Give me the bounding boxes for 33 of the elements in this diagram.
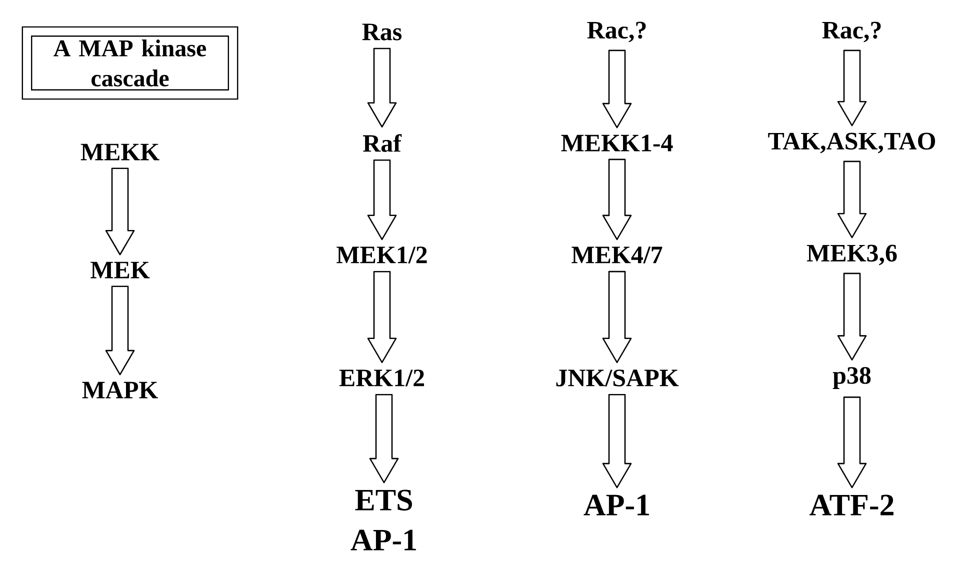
kinase-label: MEK1/2 bbox=[336, 246, 427, 264]
kinase-label: MEK3,6 bbox=[806, 244, 897, 266]
kinase-label: Rac,? bbox=[822, 22, 881, 42]
target-label: ATF-2 bbox=[810, 494, 894, 516]
hollow-arrow bbox=[105, 286, 135, 376]
kinase-label: MEKK bbox=[80, 144, 160, 160]
kinase-label: Rac,? bbox=[587, 22, 646, 42]
kinase-label: TAK,ASK,TAO bbox=[768, 132, 936, 154]
kinase-label: ERK1/2 bbox=[339, 370, 424, 386]
hollow-arrow bbox=[369, 394, 399, 484]
hollow-arrow bbox=[602, 394, 632, 488]
hollow-arrow bbox=[837, 396, 867, 488]
kinase-label: Raf bbox=[363, 134, 402, 152]
kinase-label: MEK bbox=[90, 262, 150, 278]
kinase-label: p38 bbox=[832, 367, 871, 389]
hollow-arrow bbox=[837, 272, 867, 360]
hollow-arrow bbox=[105, 168, 135, 256]
title-box: A MAP kinase cascade bbox=[22, 26, 238, 100]
hollow-arrow bbox=[602, 270, 632, 364]
kinase-label: MEKK1-4 bbox=[561, 134, 673, 152]
target-label: ETS AP-1 bbox=[350, 490, 416, 550]
target-label: AP-1 bbox=[584, 494, 649, 516]
kinase-label: Ras bbox=[362, 24, 402, 40]
hollow-arrow bbox=[837, 160, 867, 238]
hollow-arrow bbox=[367, 159, 397, 240]
hollow-arrow bbox=[602, 50, 632, 128]
kinase-label: MAPK bbox=[82, 382, 158, 398]
hollow-arrow bbox=[837, 50, 867, 126]
hollow-arrow bbox=[367, 270, 397, 364]
hollow-arrow bbox=[602, 158, 632, 240]
kinase-label: JNK/SAPK bbox=[556, 370, 679, 386]
kinase-label: MEK4/7 bbox=[572, 246, 662, 264]
hollow-arrow bbox=[367, 48, 397, 128]
